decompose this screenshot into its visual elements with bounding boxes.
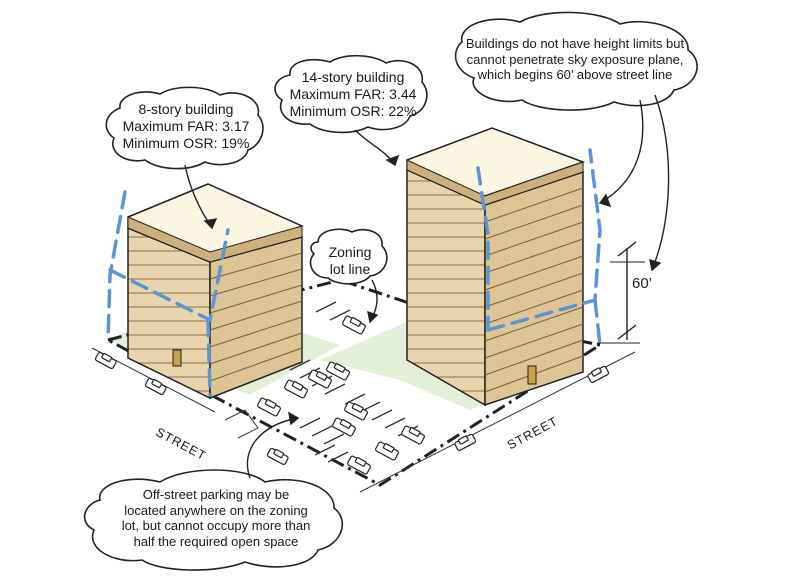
callout-14-story: 14-story building Maximum FAR: 3.44 Mini… [285,69,421,119]
car [347,455,371,475]
sky-exposure-plane [106,148,602,397]
car [344,401,368,421]
callout-height-line1: Buildings do not have height limits but [465,36,685,51]
building-14-story [406,127,586,407]
callout-parking-line3: lot, but cannot occupy more than [121,518,311,534]
callout-zoning-lot: Zoning lot line [316,244,384,278]
car [342,315,366,335]
car [284,379,308,399]
building-8-door [172,349,182,367]
callout-height: Buildings do not have height limits but … [460,36,690,83]
car [454,433,477,452]
car [375,441,399,461]
callout-8-story-far: Maximum FAR: 3.17 [122,117,250,134]
building-8-story [127,183,304,400]
callout-8-story: 8-story building Maximum FAR: 3.17 Minim… [118,101,254,151]
building-14-door [527,365,537,385]
callout-bubble-zoning [309,228,388,285]
car [308,369,332,389]
height-dimension [597,241,645,344]
callout-bubble-height [454,11,698,111]
car [257,397,281,417]
callout-8-story-title: 8-story building [138,101,234,117]
car [266,447,289,466]
callout-14-story-title: 14-story building [301,69,405,85]
car [144,377,167,396]
callout-14-story-far: Maximum FAR: 3.44 [289,85,417,102]
callout-bubbles [83,11,698,571]
callout-parking: Off-street parking may be located anywhe… [98,487,334,549]
callout-bubble-parking [83,469,344,571]
callout-pointers [184,94,670,479]
callout-parking-line1: Off-street parking may be [142,487,290,502]
car [401,425,425,445]
car [94,351,117,370]
callout-8-story-osr: Minimum OSR: 19% [122,134,250,151]
car [587,365,610,384]
building-8-right-face [209,236,303,400]
car [326,361,350,381]
callout-zoning-line1: Zoning [328,244,372,260]
callout-parking-line4: half the required open space [133,533,299,549]
callout-height-line3: which begins 60’ above street line [477,67,673,83]
callout-parking-line2: located anywhere on the zoning [124,502,308,518]
sidewalk-edge [224,409,259,439]
callout-bubble-14-story [274,54,428,134]
height-label: 60’ [632,275,653,292]
callout-bubble-8-story [105,86,264,170]
car [332,417,356,437]
cars [94,315,610,475]
callout-zoning-line2: lot line [329,260,371,277]
callout-14-story-osr: Minimum OSR: 22% [289,102,417,119]
callout-height-line2: cannot penetrate sky exposure plane, [466,51,684,67]
